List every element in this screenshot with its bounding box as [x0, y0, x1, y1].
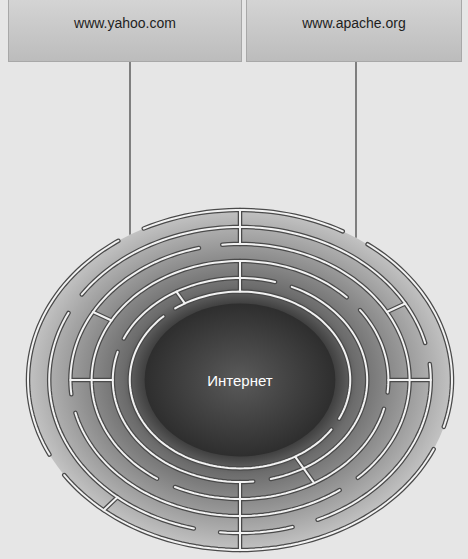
maze-wall [239, 210, 241, 244]
maze-walls [28, 210, 452, 550]
center-label: Интернет [207, 372, 272, 389]
maze-wall [104, 497, 118, 510]
maze-body [28, 210, 452, 550]
maze-wall [318, 364, 431, 520]
maze-wall [387, 304, 405, 313]
maze-wall [238, 261, 243, 292]
maze-core [145, 304, 336, 457]
maze-wall [175, 292, 350, 419]
maze-wall [318, 364, 431, 520]
maze-wall [130, 316, 332, 468]
site-box: www.yahoo.com [8, 0, 242, 62]
maze-wall [175, 292, 350, 419]
maze-wall [124, 278, 275, 339]
maze-wall [176, 292, 184, 304]
maze-wall [295, 457, 314, 484]
site-name: www.yahoo.com [74, 15, 176, 31]
maze-wall [175, 409, 384, 499]
maze-wall [93, 312, 111, 321]
maze-wall [368, 244, 452, 427]
maze-wall [104, 497, 118, 510]
maze-wall [49, 313, 194, 529]
maze-wall [93, 312, 111, 321]
maze-wall [239, 261, 241, 292]
maze-wall [220, 527, 293, 533]
maze-wall [239, 482, 241, 550]
connector-line [129, 62, 130, 235]
maze-wall [130, 316, 332, 468]
maze-wall [144, 210, 343, 231]
site-box: www.apache.org [246, 0, 462, 62]
maze-wall [360, 310, 388, 392]
internet-maze: Интернет [24, 206, 456, 554]
maze-wall [220, 527, 293, 533]
maze-wall [175, 409, 384, 499]
maze-wall [271, 287, 367, 479]
connector-line [355, 62, 356, 238]
site-name: www.apache.org [302, 15, 406, 31]
maze-wall [70, 379, 112, 381]
maze-wall [70, 248, 199, 394]
maze-wall [113, 352, 253, 482]
maze-wall [387, 304, 405, 313]
maze-wall [176, 292, 184, 304]
maze-wall [388, 379, 430, 381]
